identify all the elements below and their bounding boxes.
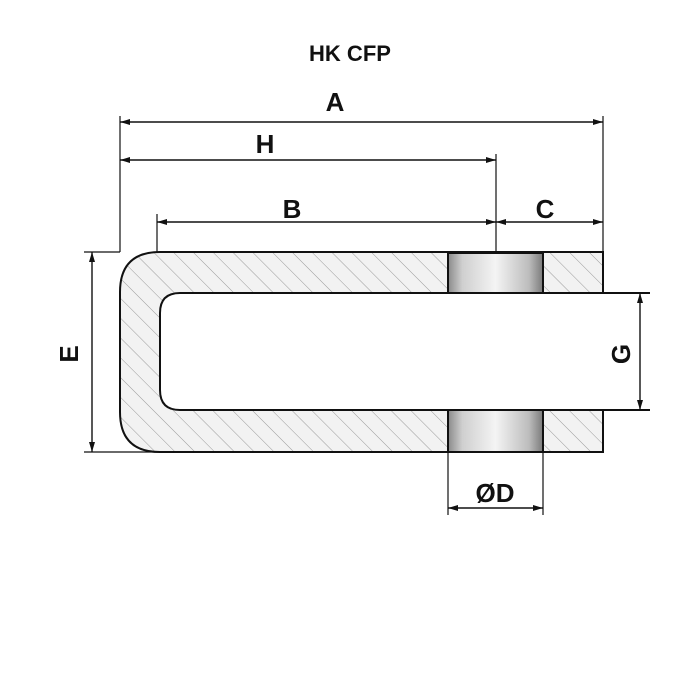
extension-lines (84, 116, 648, 515)
dim-label-c: C (536, 194, 555, 224)
slot (159, 292, 650, 411)
dim-label-d: ØD (476, 478, 515, 508)
drawing-title: HK CFP (309, 41, 391, 66)
dim-label-e: E (54, 345, 84, 362)
dim-label-h: H (256, 129, 275, 159)
dim-label-g: G (606, 344, 636, 364)
dim-label-a: A (326, 87, 345, 117)
dim-label-b: B (283, 194, 302, 224)
bushing-top (447, 252, 544, 294)
dimension-lines (89, 119, 643, 511)
bushing-bottom (447, 409, 544, 453)
